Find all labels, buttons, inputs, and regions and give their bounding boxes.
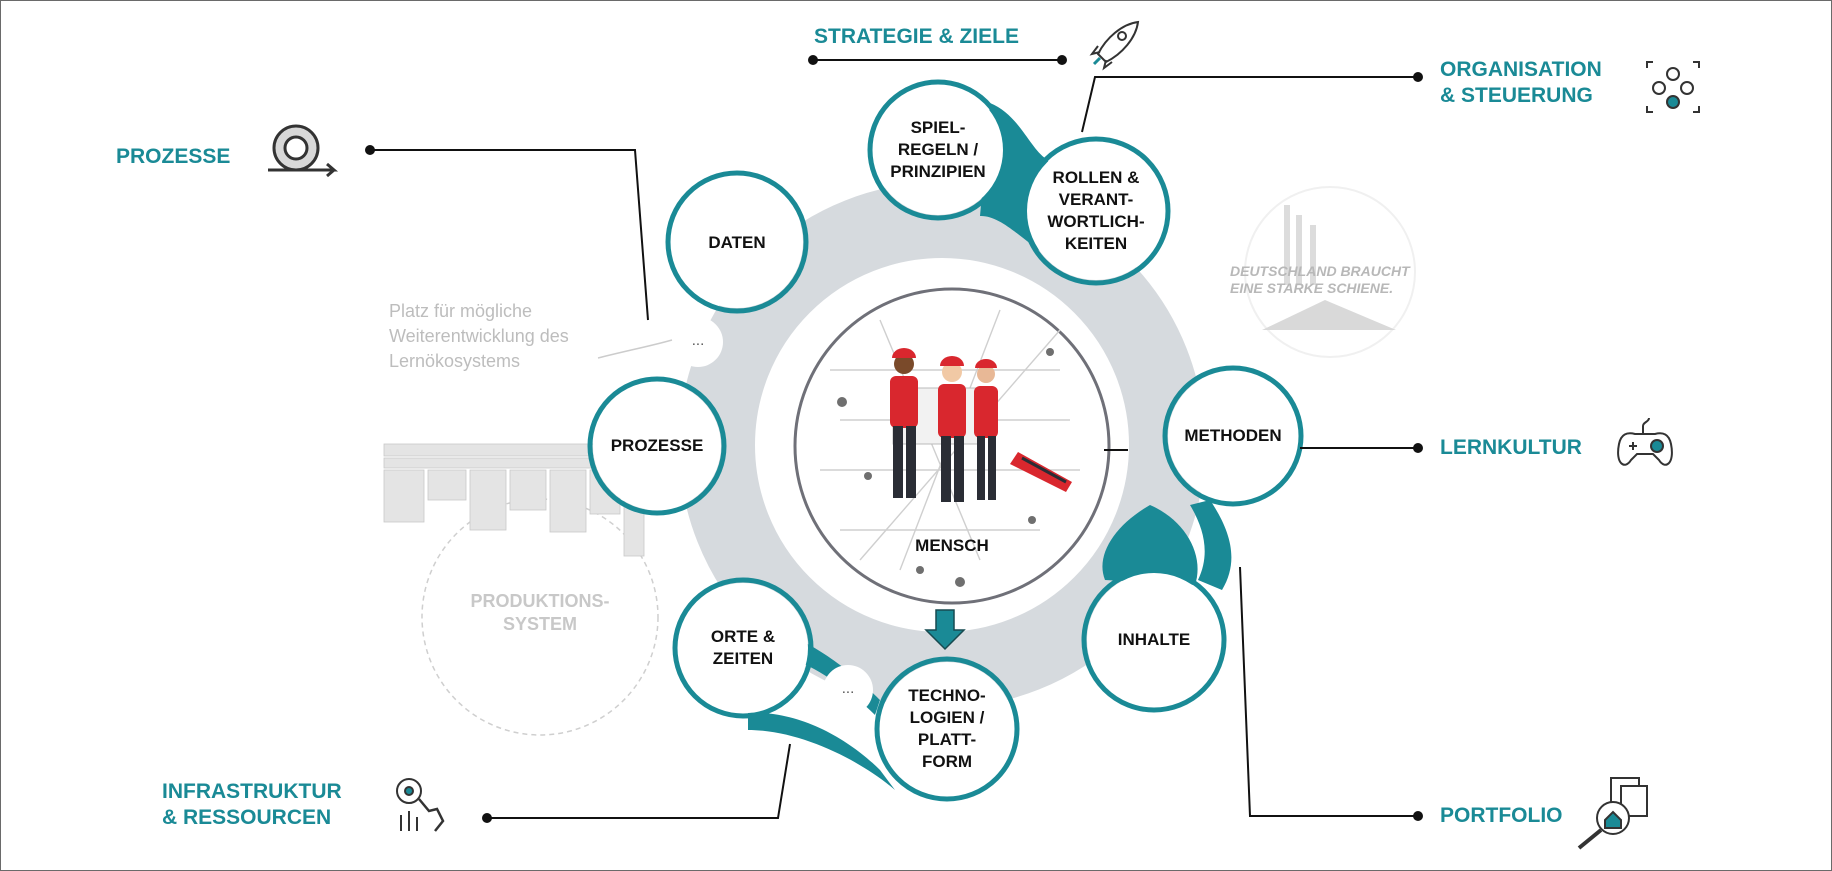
production-system-circle bbox=[421, 498, 659, 736]
label-prozesse: PROZESSE bbox=[116, 145, 231, 168]
label-organisation-steuerung: ORGANISATION & STEUERUNG bbox=[1440, 58, 1602, 107]
label-strategie-ziele: STRATEGIE & ZIELE bbox=[814, 25, 1019, 48]
connector-dots bbox=[365, 55, 1423, 823]
db-logo-graphic bbox=[1262, 205, 1396, 330]
node-rims bbox=[587, 79, 1304, 802]
node-orte-zeiten: ORTE & ZEITEN bbox=[710, 627, 776, 668]
node-spielregeln: SPIEL- REGELN / PRINZIPIEN bbox=[890, 118, 986, 181]
node-mensch: MENSCH bbox=[915, 536, 989, 555]
placeholder-curve bbox=[597, 339, 673, 359]
node-circles bbox=[593, 85, 1298, 796]
ellipsis-lower: ... bbox=[841, 680, 855, 697]
label-lernkultur: LERNKULTUR bbox=[1440, 436, 1582, 459]
node-methoden: METHODEN bbox=[1184, 426, 1282, 445]
label-portfolio: PORTFOLIO bbox=[1440, 804, 1563, 827]
ellipsis-upper: ... bbox=[691, 332, 705, 349]
node-inhalte: INHALTE bbox=[1117, 630, 1191, 649]
people-network-icon bbox=[1646, 61, 1700, 113]
touch-settings-icon bbox=[396, 778, 445, 832]
gamepad-icon bbox=[1617, 417, 1673, 466]
rocket-icon bbox=[1089, 20, 1140, 71]
center-circle bbox=[793, 287, 1111, 605]
network-nodes bbox=[837, 348, 1054, 587]
connector-lines bbox=[370, 59, 1418, 819]
down-arrow-icon bbox=[924, 609, 966, 651]
label-infrastruktur-ressourcen: INFRASTRUKTUR & RESSOURCEN bbox=[162, 780, 342, 829]
placeholder-text: Platz für mögliche Weiterentwicklung des… bbox=[389, 301, 569, 371]
node-rollen: ROLLEN & VERANT- WORTLICH- KEITEN bbox=[1047, 168, 1145, 253]
node-prozesse: PROZESSE bbox=[610, 436, 704, 455]
workers-illustration bbox=[890, 348, 1072, 502]
db-logo-text: DEUTSCHLAND BRAUCHT EINE STARKE SCHIENE. bbox=[1230, 263, 1410, 296]
process-map-image bbox=[383, 443, 645, 557]
node-technologien: TECHNO- LOGIEN / PLATT- FORM bbox=[908, 686, 986, 771]
magnifier-documents-icon bbox=[1577, 777, 1648, 850]
process-loop-icon bbox=[268, 124, 339, 178]
node-daten: DATEN bbox=[708, 233, 766, 252]
produktionssystem-label: PRODUKTIONS- SYSTEM bbox=[470, 591, 610, 634]
